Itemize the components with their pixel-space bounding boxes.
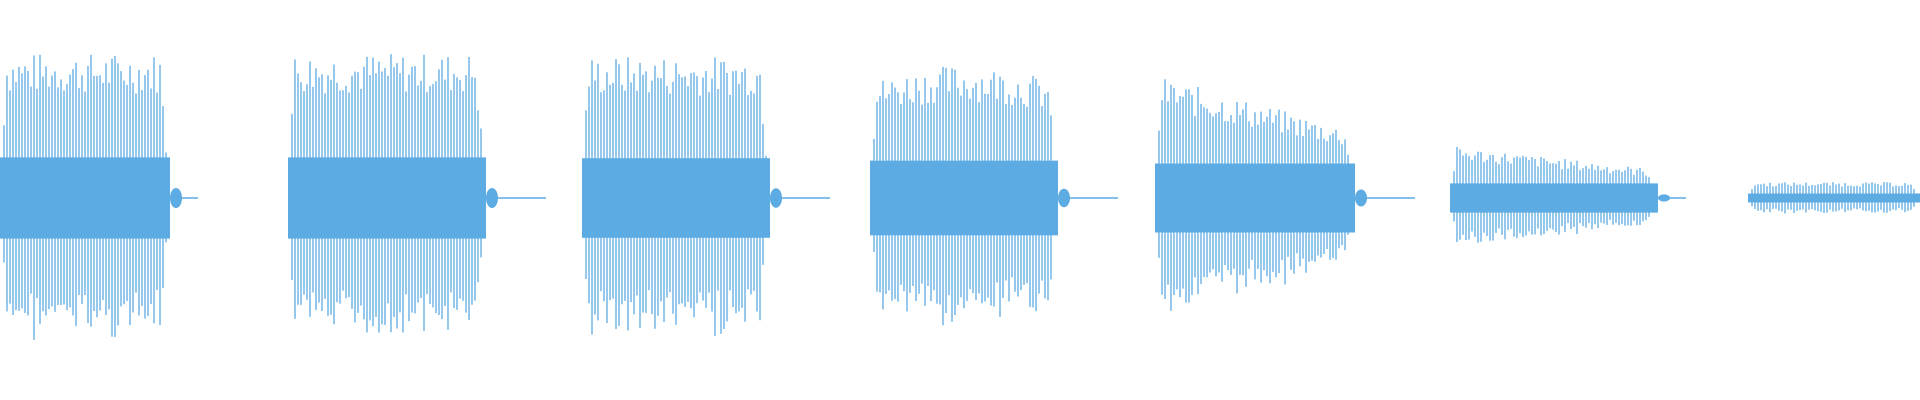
waveform-burst-core (1450, 183, 1658, 213)
waveform-burst (1155, 79, 1415, 311)
waveform-burst (1450, 146, 1686, 243)
waveform-tail-bump (1058, 188, 1070, 208)
waveform-burst (288, 54, 546, 333)
waveform-tail-bump (486, 188, 498, 208)
waveform-tail-bump (1658, 194, 1670, 202)
waveform-burst-core (288, 157, 486, 239)
waveform-burst (582, 57, 830, 336)
waveform-burst-core (1748, 193, 1920, 203)
waveform-tail-bump (770, 188, 782, 208)
waveform-burst (1748, 182, 1920, 214)
waveform-tail-bump (170, 188, 182, 208)
waveform-burst (870, 66, 1118, 326)
waveform-burst (0, 54, 198, 340)
waveform-tail-bump (1355, 189, 1367, 207)
